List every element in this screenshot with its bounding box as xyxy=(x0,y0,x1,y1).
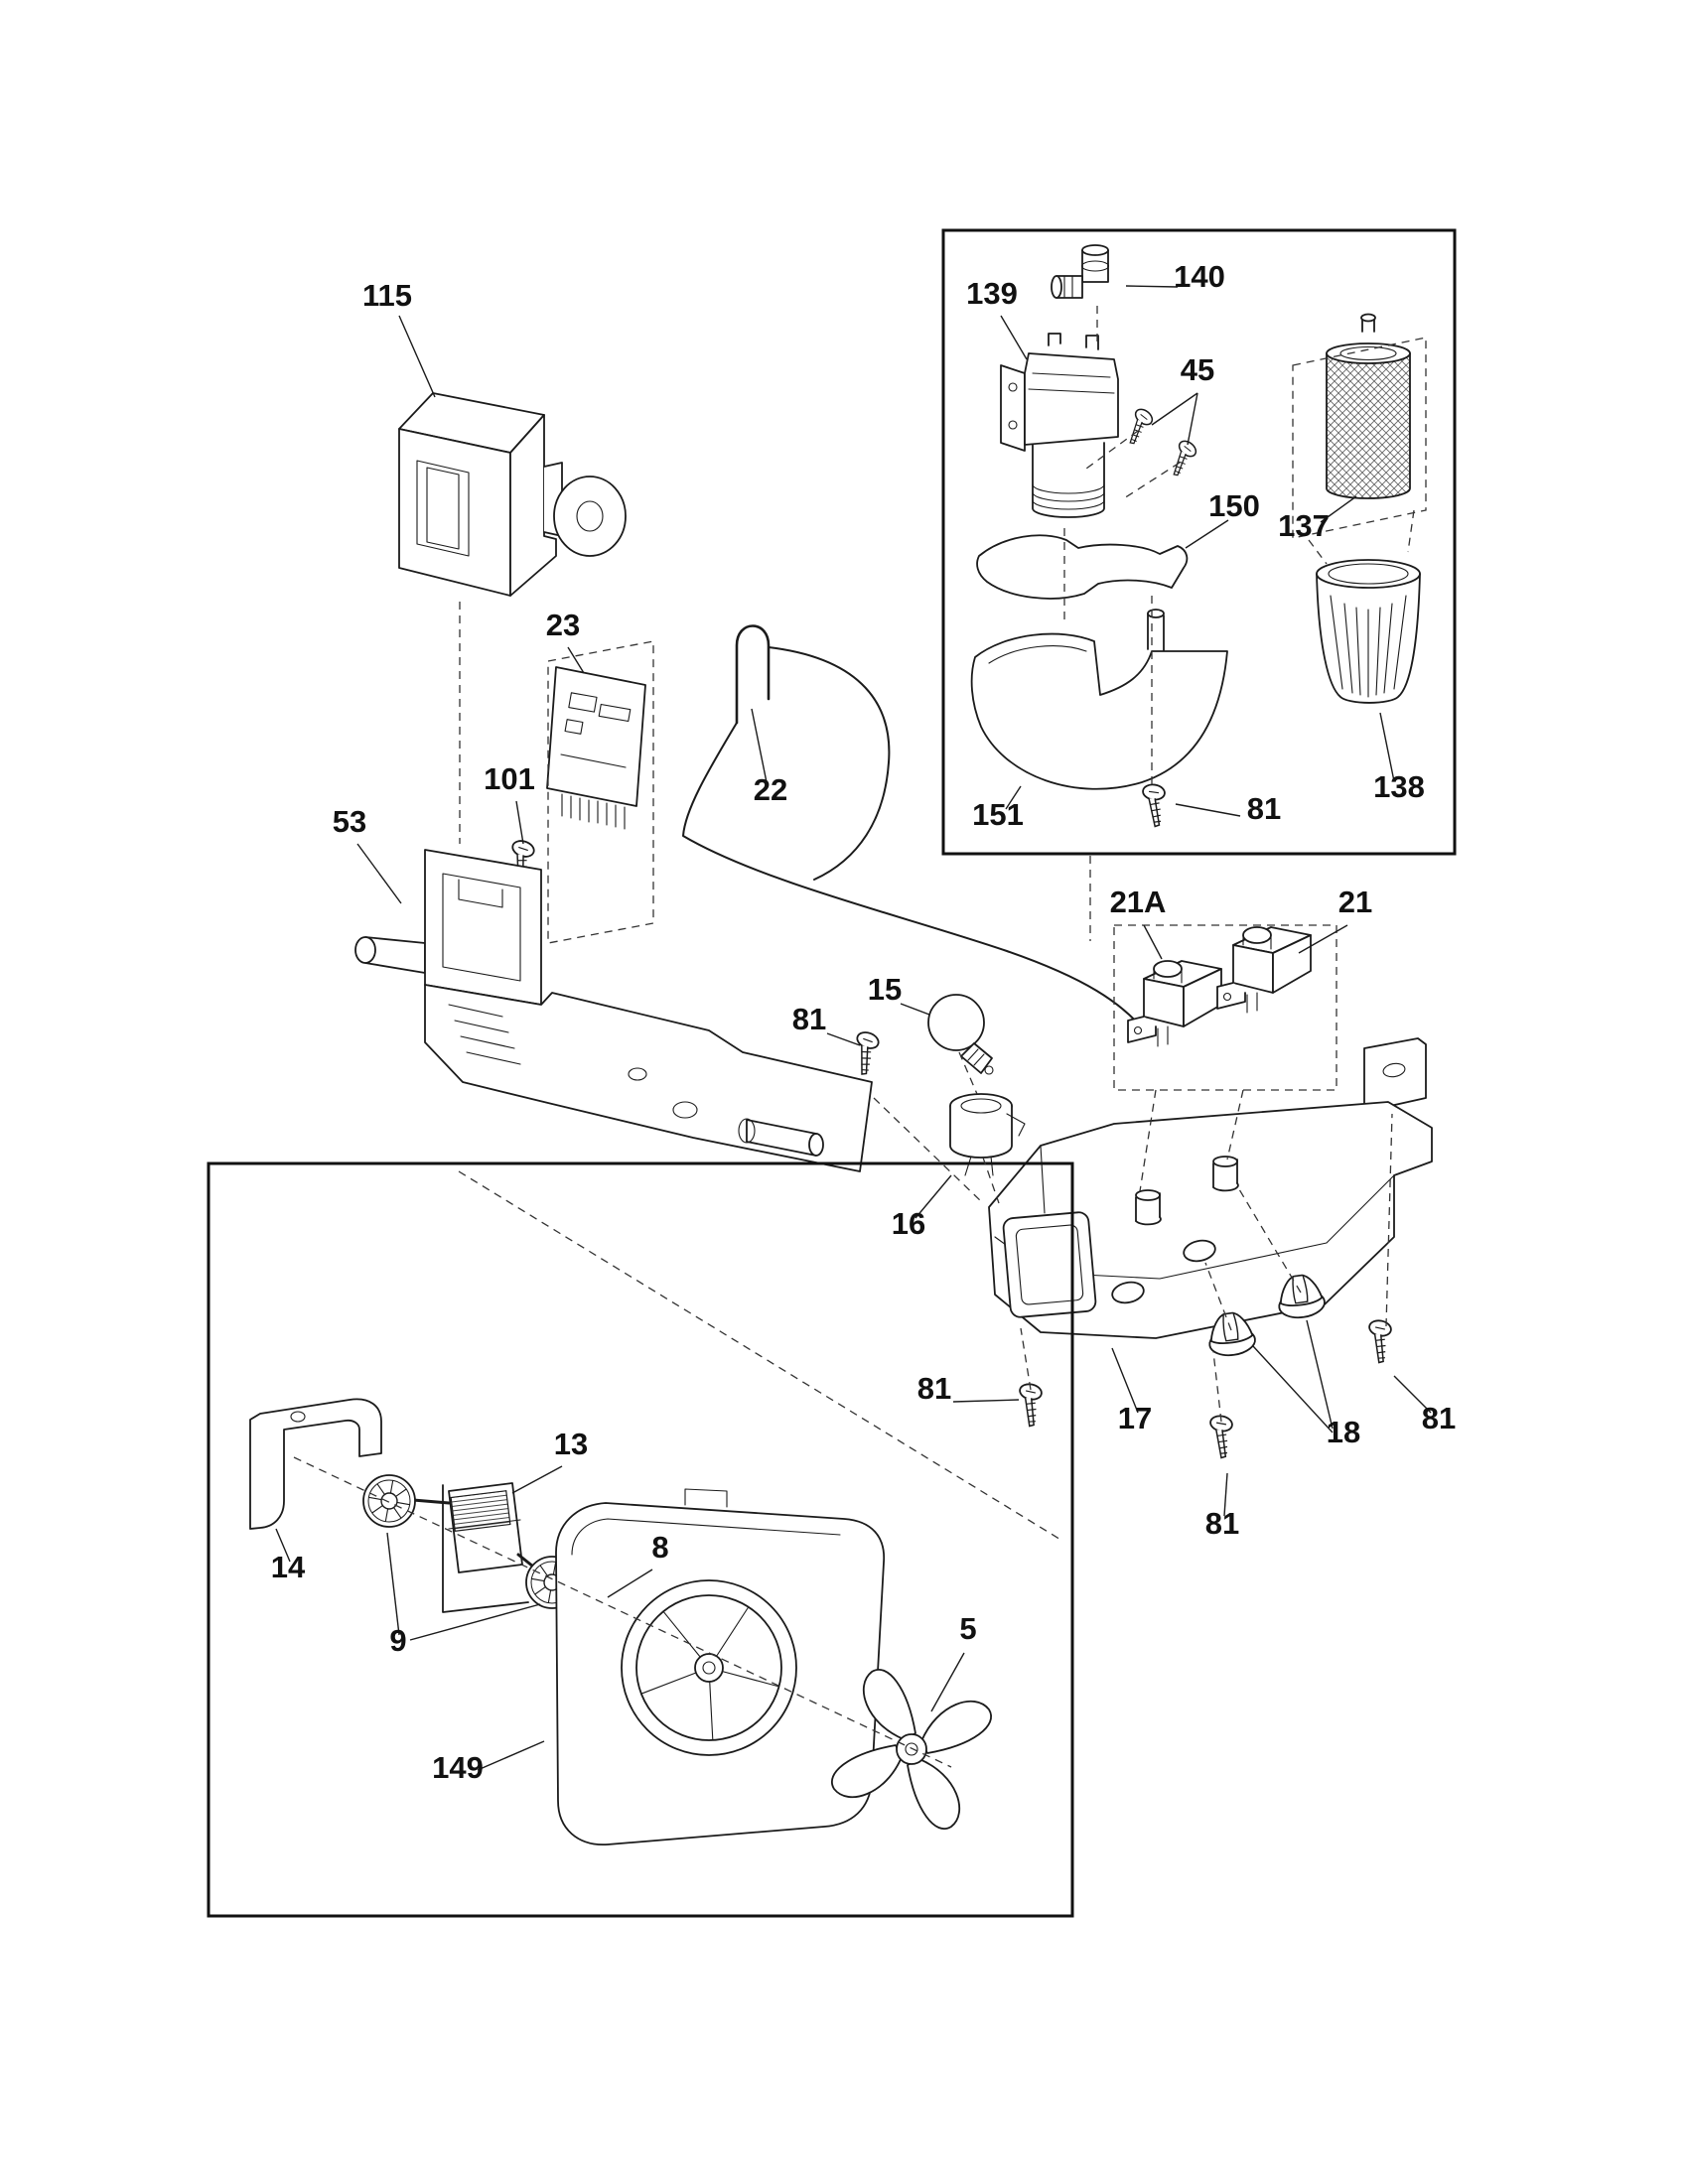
leader-81-mid xyxy=(1223,1472,1228,1517)
leader-14 xyxy=(275,1528,291,1563)
leader-151 xyxy=(1005,785,1022,810)
callout-18: 18 xyxy=(1327,1415,1360,1449)
callout-16: 16 xyxy=(892,1206,925,1241)
leader-45-a xyxy=(1151,392,1198,426)
water-valve-21 xyxy=(1216,926,1312,1014)
callout-101: 101 xyxy=(484,761,535,796)
callout-139: 139 xyxy=(966,276,1018,311)
leader-81-left xyxy=(952,1399,1020,1403)
light-bulb-15 xyxy=(927,994,994,1075)
mounting-bracket-14 xyxy=(249,1398,382,1530)
callout-22: 22 xyxy=(754,772,787,807)
leader-15 xyxy=(900,1003,930,1016)
callout-21a: 21A xyxy=(1110,885,1167,919)
leader-9-a xyxy=(386,1532,400,1636)
callout-140: 140 xyxy=(1174,259,1225,294)
leader-138 xyxy=(1379,712,1395,782)
filter-bracket-150 xyxy=(976,534,1189,600)
leader-115 xyxy=(398,315,436,398)
leader-13 xyxy=(511,1465,563,1494)
fan-blade-5 xyxy=(831,1669,992,1830)
leader-81-bulb xyxy=(826,1032,861,1046)
elbow-fitting-140 xyxy=(1051,244,1110,299)
callout-53: 53 xyxy=(333,804,366,839)
callout-151: 151 xyxy=(972,797,1024,832)
leader-8 xyxy=(607,1569,653,1598)
callout-81-mid: 81 xyxy=(1205,1506,1239,1541)
callout-23: 23 xyxy=(546,608,580,642)
circuit-board-23 xyxy=(546,666,646,830)
callout-149: 149 xyxy=(432,1750,484,1785)
screw-81-mid xyxy=(1203,1413,1235,1460)
leader-22 xyxy=(751,708,768,783)
control-housing-17 xyxy=(988,1037,1433,1339)
leader-21 xyxy=(1298,924,1348,954)
callouts: 115 23 101 53 22 139 140 45 150 137 138 … xyxy=(271,259,1456,1785)
leader-137 xyxy=(1320,495,1357,523)
leader-149 xyxy=(477,1740,545,1771)
callout-13: 13 xyxy=(554,1427,588,1461)
callout-8: 8 xyxy=(651,1530,668,1565)
leader-23 xyxy=(567,646,585,674)
filter-cover-151 xyxy=(970,609,1228,790)
leader-18-b xyxy=(1252,1345,1334,1433)
water-valve-21a xyxy=(1127,960,1222,1047)
screw-81-filter xyxy=(1137,782,1167,829)
leader-18-a xyxy=(1306,1319,1334,1430)
leader-101 xyxy=(515,800,524,845)
callout-45: 45 xyxy=(1181,352,1214,387)
fan-shroud-149 xyxy=(555,1488,885,1845)
callout-81-filter: 81 xyxy=(1247,791,1281,826)
leader-81-right xyxy=(1393,1375,1432,1414)
fan-hub-9-a xyxy=(362,1474,416,1528)
drain-pan-53 xyxy=(354,849,873,1172)
callout-9: 9 xyxy=(389,1623,406,1658)
callout-5: 5 xyxy=(959,1611,976,1646)
fill-tube-22 xyxy=(682,624,1147,1033)
leader-150 xyxy=(1185,519,1229,549)
filter-cartridge-137 xyxy=(1326,313,1411,499)
water-filter-inset xyxy=(941,228,1457,856)
screw-81-right xyxy=(1361,1317,1394,1365)
leader-139 xyxy=(1000,315,1028,360)
leader-17 xyxy=(1111,1347,1139,1414)
icemaker-module-115 xyxy=(398,392,627,597)
filter-cup-138 xyxy=(1316,559,1421,704)
callout-81-left: 81 xyxy=(917,1371,951,1406)
leader-45-b xyxy=(1187,392,1198,446)
screw-45-a xyxy=(1118,405,1157,447)
callout-81-right: 81 xyxy=(1422,1401,1456,1435)
screw-81-left xyxy=(1012,1381,1045,1429)
leader-53 xyxy=(356,843,402,904)
callout-17: 17 xyxy=(1118,1401,1152,1435)
screw-45-b xyxy=(1162,437,1200,478)
callout-115: 115 xyxy=(362,278,412,313)
callout-81-bulb: 81 xyxy=(792,1002,826,1036)
callout-14: 14 xyxy=(271,1550,306,1584)
filter-head-139 xyxy=(1000,333,1119,518)
leader-140 xyxy=(1125,285,1179,288)
inset-frame-filter xyxy=(941,228,1457,856)
leader-9-b xyxy=(409,1603,541,1641)
leader-5 xyxy=(930,1652,965,1712)
callout-137: 137 xyxy=(1278,508,1330,543)
leader-16 xyxy=(914,1174,952,1219)
screw-81-bulb xyxy=(845,1028,882,1077)
callout-150: 150 xyxy=(1208,488,1260,523)
fan-assembly-inset xyxy=(207,1161,1074,1918)
callout-15: 15 xyxy=(868,972,902,1007)
inset-frame-fan xyxy=(207,1161,1074,1918)
callout-138: 138 xyxy=(1373,769,1425,804)
callout-21: 21 xyxy=(1338,885,1372,919)
fan-motor-13 xyxy=(399,1482,550,1613)
leader-21a xyxy=(1143,924,1163,960)
construction-lines xyxy=(293,306,1427,1768)
lamp-socket-16 xyxy=(949,1093,1026,1176)
leader-81-filter xyxy=(1175,803,1241,817)
